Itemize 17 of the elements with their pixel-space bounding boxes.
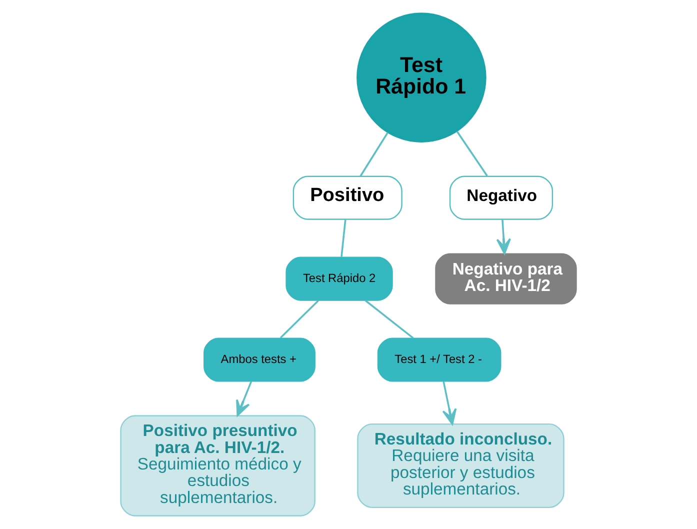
- node-box: Negativo para Ac. HIV-1/2: [435, 253, 577, 304]
- arrow: [496, 220, 511, 254]
- connector: [365, 300, 414, 339]
- connector: [340, 220, 346, 257]
- node-box: Resultado inconcluso. Requiere una visita posterior y estudios suplementarios.: [357, 423, 564, 508]
- connector: [456, 130, 488, 176]
- node-box: Test Rápido 2: [286, 256, 393, 301]
- connector: [360, 132, 389, 177]
- node-circle: Test Rápido 1: [356, 12, 486, 142]
- arrow: [442, 381, 457, 425]
- arrow: [236, 381, 252, 416]
- node-box: Positivo presuntivo para Ac. HIV-1/2. Seguimiento médico y estudios suplementarios.: [120, 415, 316, 516]
- node-box: Ambos tests +: [204, 338, 316, 382]
- node-box: Negativo: [449, 176, 554, 220]
- connector: [280, 300, 319, 338]
- node-box: Positivo: [292, 176, 402, 220]
- node-box: Test 1 +/ Test 2 -: [377, 338, 502, 382]
